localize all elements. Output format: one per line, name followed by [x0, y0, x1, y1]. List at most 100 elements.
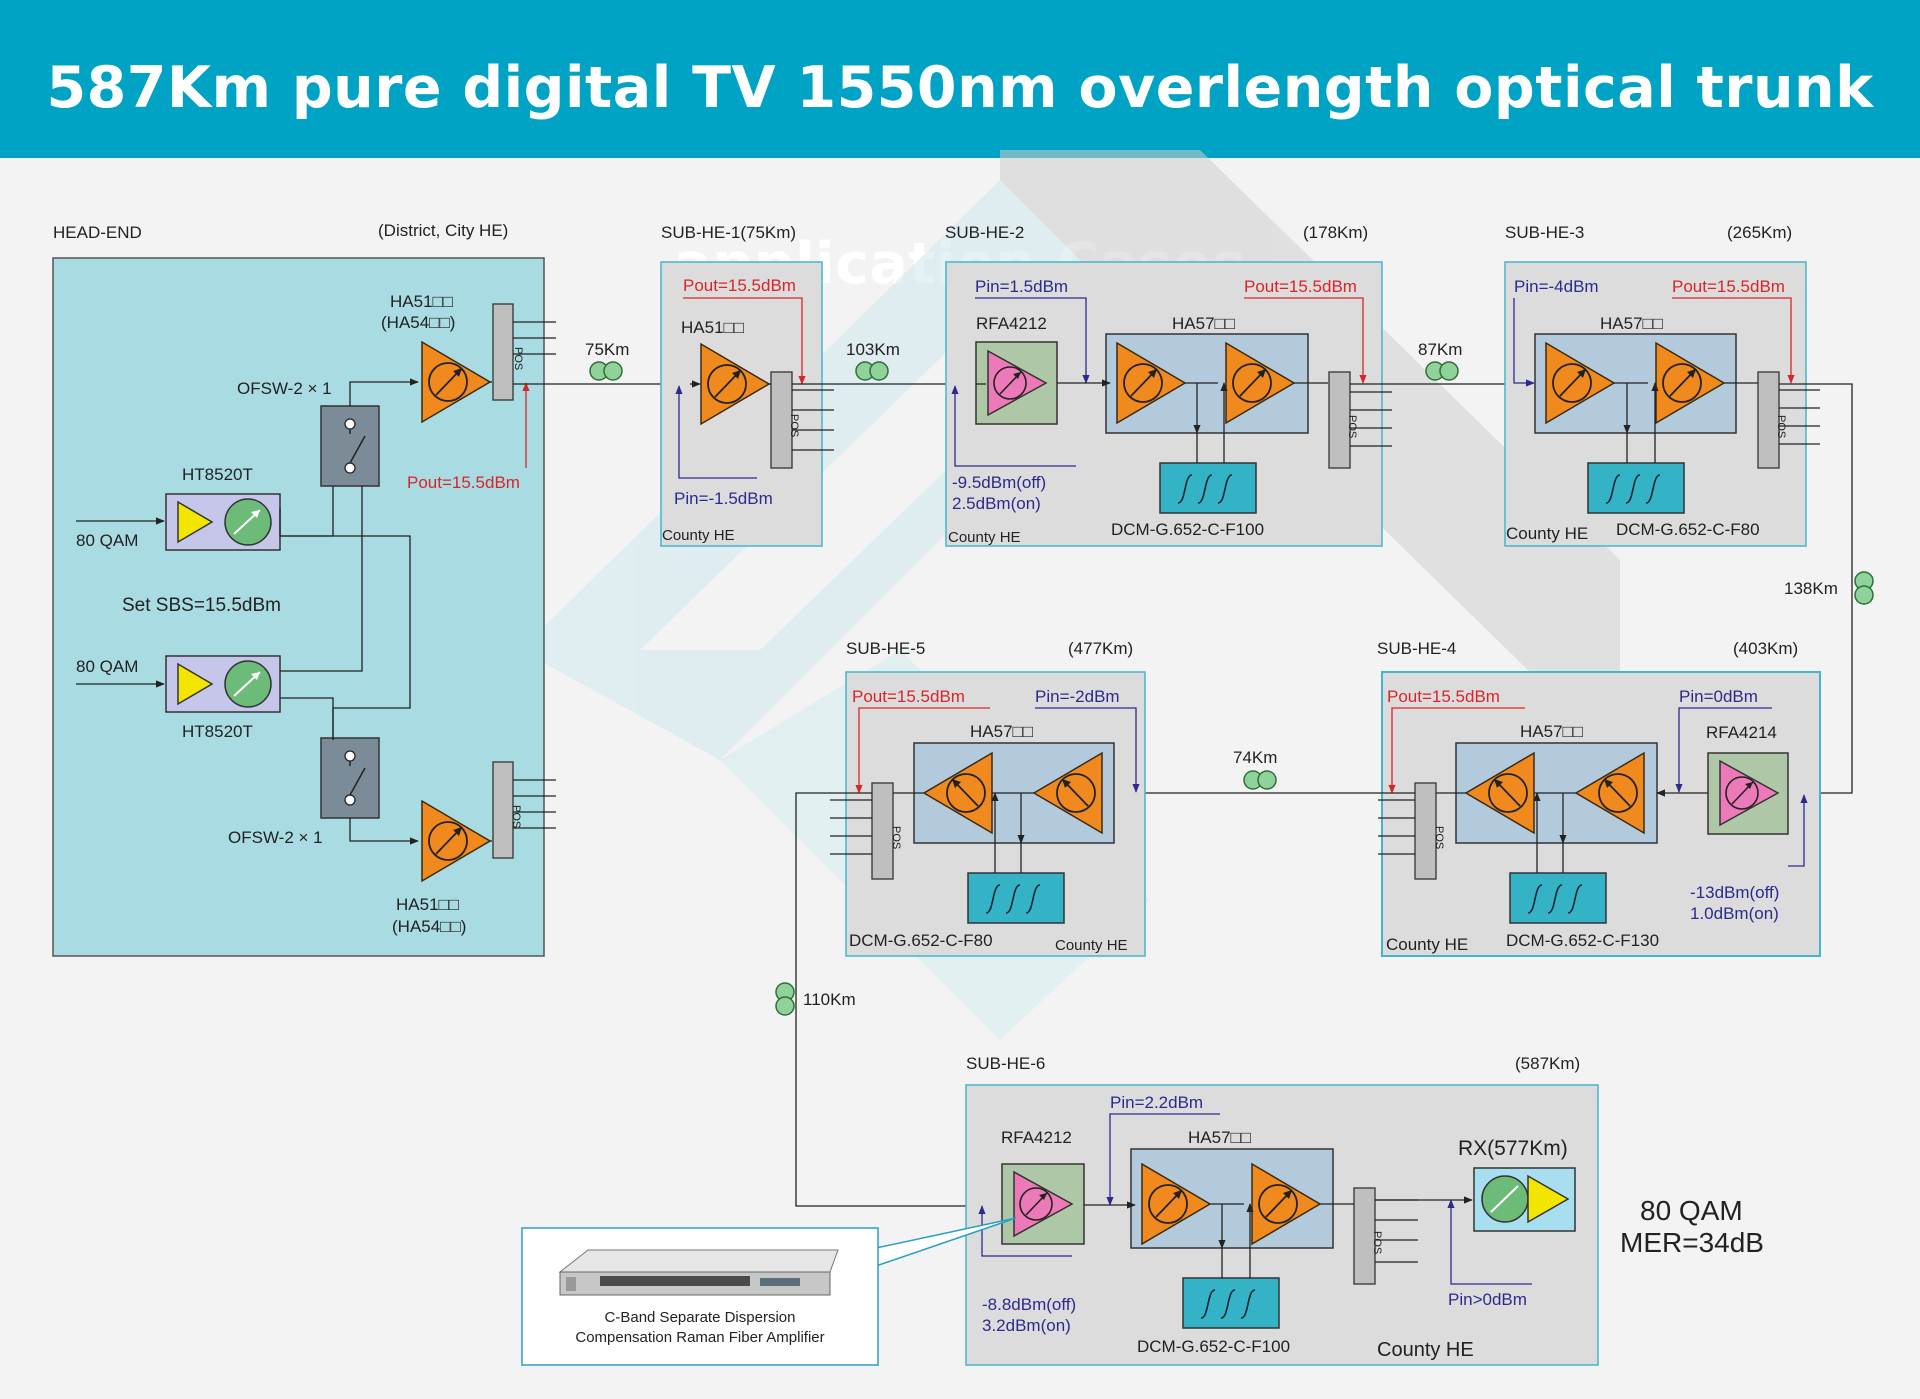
sub2-county: County HE — [948, 529, 1021, 546]
pos-sub2 — [1328, 371, 1351, 469]
sub4-ha-label: HA57□□ — [1520, 722, 1583, 741]
sub6-dist: (587Km) — [1515, 1054, 1580, 1073]
rx-amp-icon — [1527, 1174, 1570, 1224]
sub4-label: SUB-HE-4 — [1377, 639, 1456, 658]
qam-top-label: 80 QAM — [76, 531, 138, 550]
sbs-label: Set SBS=15.5dBm — [122, 595, 281, 616]
sub4-dcm — [1509, 872, 1607, 924]
sub6-rx-pin: Pin>0dBm — [1448, 1290, 1527, 1309]
ht-bottom-label: HT8520T — [182, 722, 253, 741]
sub6-ha-label: HA57□□ — [1188, 1128, 1251, 1147]
headend-label: HEAD-END — [53, 223, 142, 242]
sub5-dist: (477Km) — [1068, 639, 1133, 658]
sub6-rfa-label: RFA4212 — [1001, 1128, 1072, 1147]
sub4-rfa-label: RFA4214 — [1706, 723, 1777, 742]
raman-amplifier-image — [558, 1249, 839, 1296]
headend-scope: (District, City HE) — [378, 221, 508, 240]
sub3-dist: (265Km) — [1727, 223, 1792, 242]
fiber-coil-87km — [1425, 361, 1459, 381]
ofsw-top — [320, 405, 380, 487]
pos-sub6 — [1353, 1187, 1376, 1285]
sub2-raman-on: 2.5dBm(on) — [952, 494, 1041, 513]
sub3-label: SUB-HE-3 — [1505, 223, 1584, 242]
sub4-dist: (403Km) — [1733, 639, 1798, 658]
fiber-103km: 103Km — [846, 340, 900, 359]
sub4-dcm-label: DCM-G.652-C-F130 — [1506, 931, 1659, 950]
sub5-ha-label: HA57□□ — [970, 722, 1033, 741]
sub4-pin: Pin=0dBm — [1679, 687, 1758, 706]
sub2-label: SUB-HE-2 — [945, 223, 1024, 242]
ha54-top-label: (HA54□□) — [381, 313, 455, 332]
fiber-coil-138km — [1854, 571, 1874, 605]
result-mer: MER=34dB — [1620, 1227, 1764, 1258]
sub2-pin: Pin=1.5dBm — [975, 277, 1068, 296]
svg-text:POS: POS — [788, 414, 800, 437]
fiber-74km: 74Km — [1233, 748, 1277, 767]
ofsw-top-label: OFSW-2 × 1 — [237, 379, 332, 398]
svg-text:POS: POS — [512, 347, 524, 370]
sub5-pout: Pout=15.5dBm — [852, 687, 965, 706]
fiber-110km: 110Km — [803, 990, 856, 1009]
svg-text:POS: POS — [510, 805, 522, 828]
ofsw-bottom — [320, 737, 380, 819]
callout-line-1: C-Band Separate Dispersion — [605, 1309, 796, 1326]
sub4-pout: Pout=15.5dBm — [1387, 687, 1500, 706]
ht8520t-bottom — [165, 655, 281, 713]
ht8520t-top — [165, 493, 281, 551]
sub5-label: SUB-HE-5 — [846, 639, 925, 658]
sub6-pin: Pin=2.2dBm — [1110, 1093, 1203, 1112]
title-banner — [0, 0, 1920, 158]
sub3-dcm — [1587, 462, 1685, 514]
sub4-county: County HE — [1386, 935, 1468, 954]
sub6-raman-off: -8.8dBm(off) — [982, 1295, 1076, 1314]
sub2-dcm-label: DCM-G.652-C-F100 — [1111, 520, 1264, 539]
ha51-bottom-label: HA51□□ — [396, 895, 459, 914]
sub4-raman-off: -13dBm(off) — [1690, 883, 1779, 902]
svg-text:POS: POS — [1346, 415, 1358, 438]
pos-sub1 — [770, 371, 793, 469]
sub3-county: County HE — [1506, 524, 1588, 543]
pos-sub3 — [1757, 371, 1780, 469]
sub5-county: County HE — [1055, 937, 1128, 954]
sub5-dcm-label: DCM-G.652-C-F80 — [849, 931, 993, 950]
ofsw-bottom-label: OFSW-2 × 1 — [228, 828, 323, 847]
ha51-top-label: HA51□□ — [390, 292, 453, 311]
fiber-coil-103km — [855, 361, 889, 381]
result-qam: 80 QAM — [1640, 1195, 1743, 1226]
qam-bottom-label: 80 QAM — [76, 657, 138, 676]
sub2-rfa-label: RFA4212 — [976, 314, 1047, 333]
pos-sub5 — [871, 782, 894, 880]
sub1-pout: Pout=15.5dBm — [683, 276, 796, 295]
fiber-87km: 87Km — [1418, 340, 1462, 359]
sub3-pin: Pin=-4dBm — [1514, 277, 1599, 296]
pos-headend-top — [492, 303, 514, 401]
sub6-dcm-label: DCM-G.652-C-F100 — [1137, 1337, 1290, 1356]
sub5-dcm — [967, 872, 1065, 924]
headend-pout: Pout=15.5dBm — [407, 473, 520, 492]
sub3-pout: Pout=15.5dBm — [1672, 277, 1785, 296]
fiber-138km: 138Km — [1784, 579, 1838, 598]
pos-headend-bottom — [492, 761, 514, 859]
sub6-county: County HE — [1377, 1339, 1474, 1361]
svg-text:POS: POS — [1775, 415, 1787, 438]
sub1-pin: Pin=-1.5dBm — [674, 489, 773, 508]
svg-text:POS: POS — [1433, 826, 1445, 849]
svg-text:POS: POS — [1371, 1231, 1383, 1254]
ht-top-label: HT8520T — [182, 465, 253, 484]
sub3-dcm-label: DCM-G.652-C-F80 — [1616, 520, 1760, 539]
sub1-label: SUB-HE-1(75Km) — [661, 223, 796, 242]
pos-sub4 — [1414, 782, 1437, 880]
sub2-raman-off: -9.5dBm(off) — [952, 473, 1046, 492]
sub3-ha-label: HA57□□ — [1600, 314, 1663, 333]
sub6-label: SUB-HE-6 — [966, 1054, 1045, 1073]
sub5-pin: Pin=-2dBm — [1035, 687, 1120, 706]
sub2-dcm — [1159, 462, 1257, 514]
fiber-75km: 75Km — [585, 340, 629, 359]
sub2-dist: (178Km) — [1303, 223, 1368, 242]
sub4-raman-on: 1.0dBm(on) — [1690, 904, 1779, 923]
sub1-county: County HE — [662, 527, 735, 544]
sub6-raman-on: 3.2dBm(on) — [982, 1316, 1071, 1335]
fiber-coil-74km — [1243, 770, 1277, 790]
sub2-pout: Pout=15.5dBm — [1244, 277, 1357, 296]
